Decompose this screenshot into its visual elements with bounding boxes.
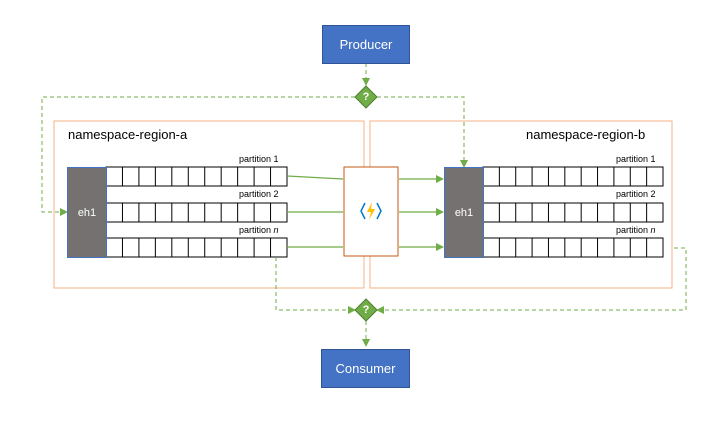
queue-a-1: [105, 166, 288, 187]
queue-a-n: [105, 237, 288, 258]
partition-label-b-n: partition n: [616, 225, 656, 235]
queue-a-2: [105, 202, 288, 223]
producer-label: Producer: [339, 37, 393, 52]
queue-b-n: [482, 237, 664, 258]
arrow-a1-to-function: [286, 175, 344, 180]
decision-to-region-b: [377, 96, 468, 168]
decision-top-label: ?: [362, 91, 370, 103]
event-hub-a-label: eh1: [77, 206, 97, 219]
region-b-label: namespace-region-b: [526, 127, 646, 142]
region-a-label: namespace-region-a: [68, 127, 188, 142]
decision-to-region-a: [41, 96, 355, 216]
partition-label-b-1: partition 1: [616, 154, 656, 164]
region-b-to-decision: [376, 247, 687, 314]
partition-label-b-2: partition 2: [616, 189, 656, 199]
event-hub-b-label: eh1: [454, 206, 474, 219]
partition-label-a-n-text: partition n: [239, 225, 279, 235]
decision-top-diamond: [354, 85, 378, 109]
consumer-node: Consumer: [321, 349, 410, 388]
partition-label-b-n-text: partition n: [616, 225, 656, 235]
producer-node: Producer: [322, 25, 410, 64]
partition-label-a-1: partition 1: [239, 154, 279, 164]
partition-label-a-2: partition 2: [239, 189, 279, 199]
event-hub-b: eh1: [444, 167, 484, 258]
queue-b-1: [482, 166, 664, 187]
partition-label-a-n: partition n: [239, 225, 279, 235]
queue-b-2: [482, 202, 664, 223]
azure-function-lightning-icon: [360, 202, 382, 220]
decision-bottom-diamond: [354, 298, 378, 322]
decision-bottom-label: ?: [362, 304, 370, 316]
region-a-to-decision: [275, 257, 356, 314]
consumer-label: Consumer: [335, 361, 396, 376]
event-hub-a: eh1: [67, 167, 107, 258]
